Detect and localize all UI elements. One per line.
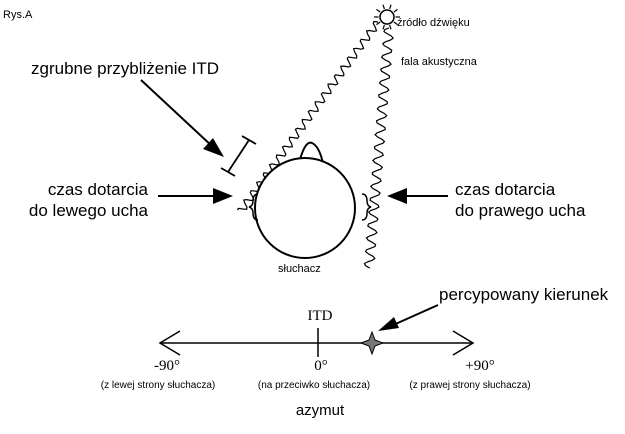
- itd-approx-arrow: [140, 79, 224, 157]
- axis-note-right: (z prawej strony słuchacza): [409, 380, 530, 391]
- right-arrival-arrow: [387, 188, 448, 204]
- acoustic-wave-label: fala akustyczna: [401, 56, 478, 68]
- left-arrival-arrow: [158, 188, 233, 204]
- axis-note-center: (na przeciwko słuchacza): [258, 380, 370, 391]
- sound-source-label: źródło dźwięku: [397, 17, 470, 29]
- axis-note-left: (z lewej strony słuchacza): [101, 380, 215, 391]
- tick-label-center: 0°: [314, 358, 328, 374]
- perceived-direction-label: percypowany kierunek: [439, 285, 609, 304]
- listener-head: [254, 141, 356, 259]
- figure-label: Rys.A: [3, 9, 33, 21]
- acoustic-wave-right: [363, 27, 394, 269]
- right-ear-bracket: [361, 193, 372, 221]
- perceived-direction-arrow: [378, 304, 439, 331]
- right-arrival-label-line1: czas dotarcia: [455, 180, 556, 199]
- left-arrival-label-line1: czas dotarcia: [48, 180, 149, 199]
- itd-axis-label: ITD: [308, 308, 333, 324]
- right-arrival-label-line2: do prawego ucha: [455, 201, 586, 220]
- sound-source-icon: [374, 4, 400, 30]
- left-arrival-label-line2: do lewego ucha: [29, 201, 149, 220]
- tick-label-left: -90°: [154, 358, 180, 374]
- listener-label: słuchacz: [278, 263, 321, 275]
- itd-approx-label: zgrubne przybliżenie ITD: [31, 59, 219, 78]
- left-ear-bracket: [248, 193, 259, 221]
- itd-approx-marker: [220, 135, 257, 177]
- azimuth-axis: [158, 328, 475, 357]
- azimuth-title: azymut: [296, 402, 345, 419]
- tick-label-right: +90°: [465, 358, 494, 374]
- perceived-direction-marker: [359, 330, 385, 356]
